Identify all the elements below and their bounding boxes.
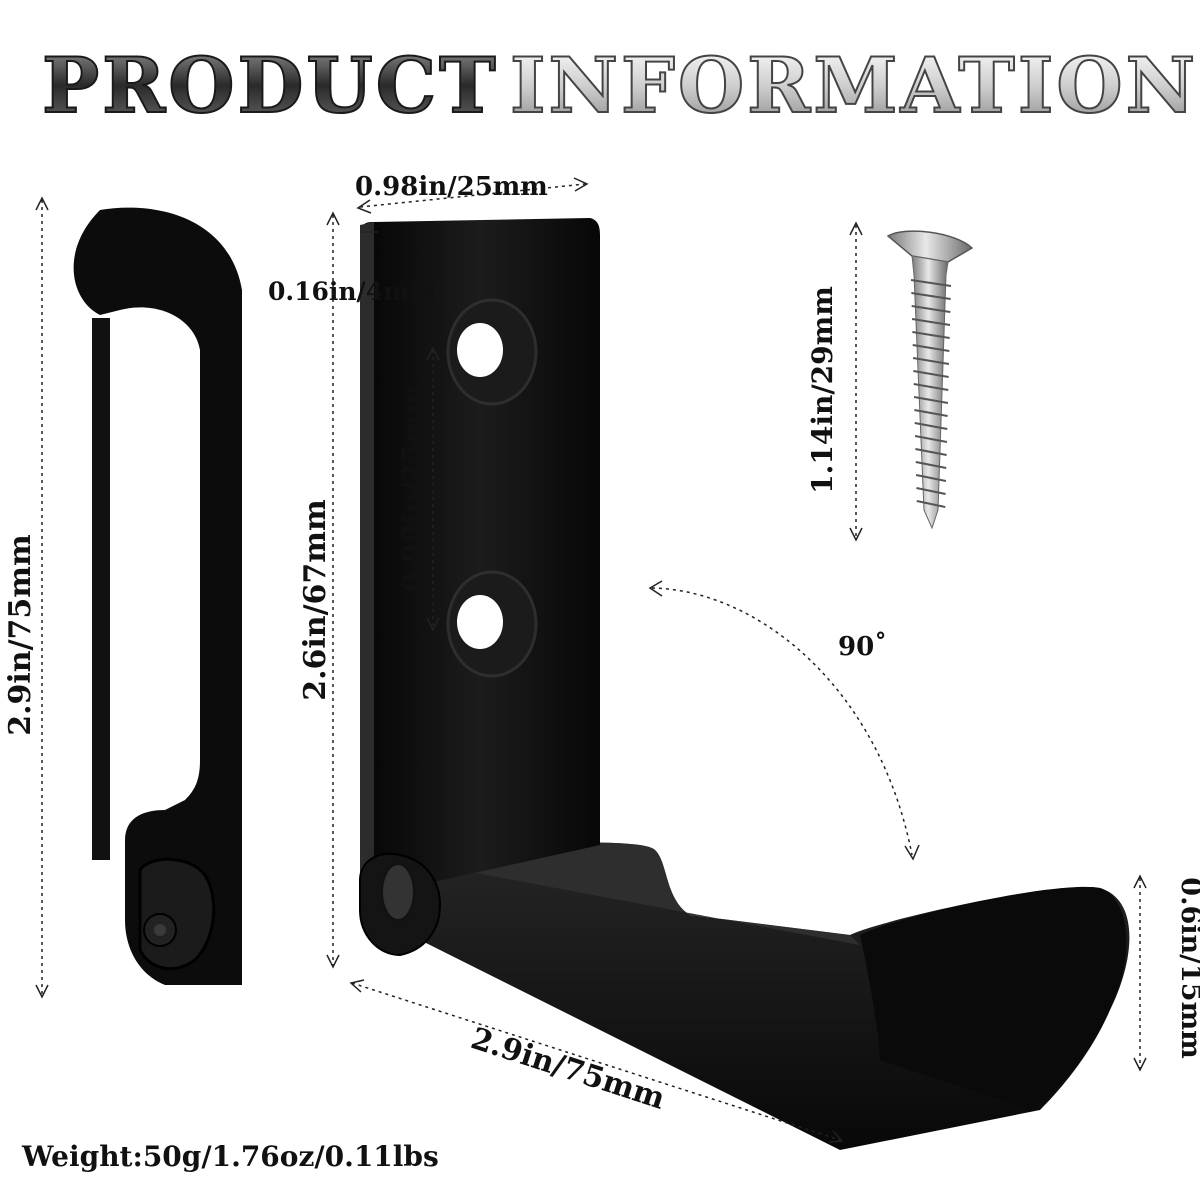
screw-thread — [914, 435, 948, 443]
screw-thread — [915, 448, 947, 456]
screw-thread — [916, 487, 946, 495]
screw-thread — [910, 279, 952, 287]
label-angle: 90˚ — [838, 632, 887, 662]
page-title: PRODUCT INFORMATION — [41, 40, 1198, 131]
screw-thread — [911, 292, 951, 300]
label-thickness: 0.16in/4mm — [268, 277, 436, 306]
hook-main-view — [359, 218, 1130, 1150]
screw-thread — [913, 396, 949, 404]
screw-threads — [910, 279, 952, 508]
dim-side-height: 2.9in/75mm — [3, 196, 49, 999]
label-side-height: 2.9in/75mm — [3, 534, 38, 736]
hook-tip — [860, 886, 1127, 1110]
screw-illustration — [886, 230, 974, 530]
hook-plate-edge — [360, 222, 374, 890]
screw-thread — [912, 344, 950, 352]
screw-thread — [915, 474, 947, 482]
screw-thread — [913, 370, 949, 378]
dim-top-width: 0.98in/25mm — [355, 172, 589, 214]
label-hole-spacing: 0.98in/25mm — [396, 384, 429, 592]
screw-thread — [915, 461, 947, 469]
screw-thread — [916, 500, 946, 508]
screw-thread — [911, 305, 951, 313]
side-view-bar — [92, 318, 110, 860]
side-view-hinge — [138, 857, 216, 971]
hook-side-view — [73, 207, 243, 985]
label-top-width: 0.98in/25mm — [355, 172, 548, 202]
dim-plate-height: 2.6in/67mm — [298, 211, 340, 969]
screw-thread — [912, 357, 950, 365]
dim-thickness: 0.16in/4mm — [268, 231, 436, 306]
dim-screw-length: 1.14in/29mm — [806, 221, 863, 542]
dim-fold-angle: 90˚ — [648, 580, 920, 861]
dim-hole-spacing: 0.98in/25mm — [396, 346, 440, 632]
dim-tip-height: 0.6in/15mm — [1133, 874, 1200, 1072]
screw-thread — [912, 331, 950, 339]
screw-head — [886, 230, 974, 263]
hook-plate — [360, 218, 600, 890]
weight-label: Weight:50g/1.76oz/0.11lbs — [22, 1140, 439, 1173]
screw-thread — [914, 422, 948, 430]
mount-hole-top — [446, 298, 538, 406]
title-product: PRODUCT — [42, 41, 499, 130]
side-view-body — [73, 207, 243, 985]
title-information: INFORMATION — [510, 41, 1198, 130]
label-screw-length: 1.14in/29mm — [806, 286, 839, 494]
screw-thread — [914, 409, 948, 417]
hook-hinge — [359, 852, 442, 957]
screw-thread — [913, 383, 949, 391]
screw-thread — [911, 318, 951, 326]
hinge-pin — [381, 863, 415, 921]
label-tip-height: 0.6in/15mm — [1175, 877, 1200, 1058]
mount-hole-bottom — [446, 570, 538, 678]
side-view-inner-slot — [112, 330, 192, 812]
hook-arm-top-surface — [420, 842, 860, 945]
label-plate-height: 2.6in/67mm — [298, 499, 333, 701]
